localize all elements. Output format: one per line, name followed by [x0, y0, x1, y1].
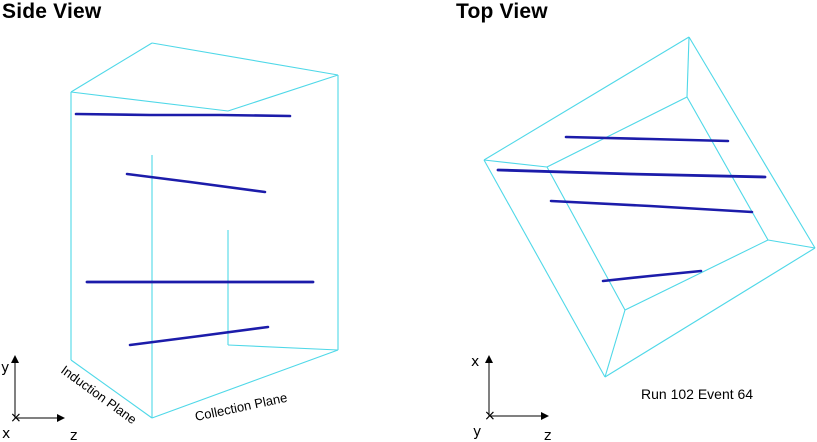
collection-plane-label: Collection Plane	[194, 390, 289, 424]
side-view-detector-box	[70, 42, 339, 419]
top-view-detector-box	[483, 36, 816, 378]
side-view-title: Side View	[2, 0, 102, 23]
side-axis-origin-mark: ×	[10, 410, 22, 426]
top-view-axes	[485, 355, 549, 420]
side-axis-z-label: z	[70, 428, 77, 442]
run-event-label: Run 102 Event 64	[641, 386, 754, 402]
side-view-axes	[11, 355, 65, 422]
side-track-2	[125, 172, 267, 194]
top-axis-z-label: z	[544, 428, 551, 442]
top-axis-origin-mark: ×	[484, 408, 496, 424]
top-track-4	[601, 269, 703, 283]
top-track-2	[496, 168, 767, 179]
side-track-4	[128, 325, 270, 347]
side-axis-x-label: x	[2, 426, 10, 442]
side-track-1	[74, 112, 292, 118]
top-axis-x-label: x	[471, 354, 479, 370]
top-view-tracks	[496, 135, 767, 283]
induction-plane-label: Induction Plane	[58, 362, 139, 427]
side-view-tracks	[74, 112, 315, 347]
top-track-1	[564, 135, 730, 143]
side-axis-y-label: y	[1, 360, 9, 376]
top-track-3	[549, 199, 754, 214]
top-view-title: Top View	[456, 0, 548, 23]
top-axis-y-label: y	[473, 424, 481, 440]
